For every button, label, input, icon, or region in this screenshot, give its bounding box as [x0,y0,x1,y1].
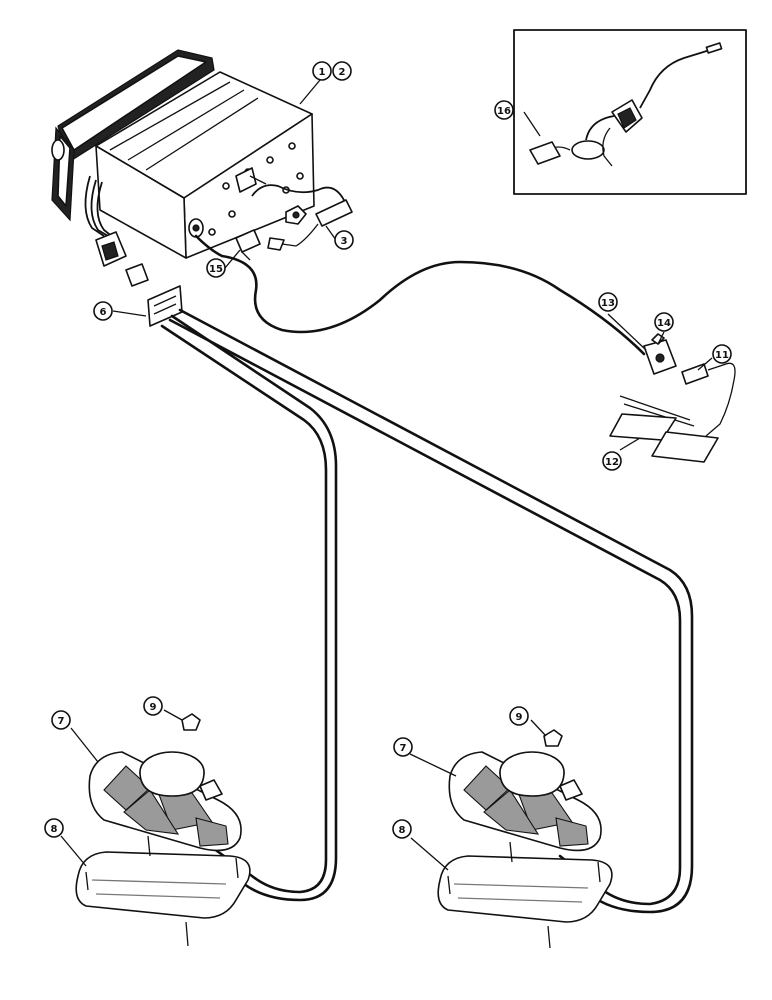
callout-16: 16 [494,100,514,120]
callout-14: 14 [654,312,674,332]
svg-text:14: 14 [657,318,671,329]
svg-text:6: 6 [100,307,107,318]
decal [609,413,719,463]
antenna [619,362,736,437]
speaker-nut-right [543,729,563,747]
speaker-wires [160,308,694,914]
antenna-cable [194,234,646,356]
svg-text:13: 13 [601,298,615,309]
svg-text:16: 16 [497,106,511,117]
callout-9-left: 9 [143,696,163,716]
speaker-left [88,751,242,852]
inset-antenna-detail [513,29,747,195]
leader-lines [60,79,713,871]
svg-text:8: 8 [51,824,58,835]
svg-text:11: 11 [715,350,729,361]
callout-13: 13 [598,292,618,312]
svg-text:9: 9 [516,712,523,723]
callout-8-right: 8 [392,819,412,839]
ground-clip [235,229,261,261]
svg-text:8: 8 [399,825,406,836]
svg-text:2: 2 [339,67,346,78]
svg-text:9: 9 [150,702,157,713]
speaker-right [448,751,602,852]
svg-text:12: 12 [605,457,619,468]
speaker-nut-left [181,713,201,731]
callout-6: 6 [93,301,113,321]
callout-7-left: 7 [51,710,71,730]
fuse-wire [251,184,353,251]
callout-7-right: 7 [393,737,413,757]
svg-text:7: 7 [400,743,407,754]
callout-12: 12 [602,451,622,471]
callout-15: 15 [206,258,226,278]
callout-1: 1 [312,61,332,81]
callout-2: 2 [332,61,352,81]
callout-8-left: 8 [44,818,64,838]
grille-left [75,835,251,947]
svg-text:15: 15 [209,264,223,275]
callout-9-right: 9 [509,706,529,726]
callout-11: 11 [712,344,732,364]
svg-text:1: 1 [319,67,326,78]
callout-3: 3 [334,230,354,250]
radio-unit [51,49,315,267]
grille-right [437,841,613,949]
svg-text:3: 3 [341,236,348,247]
svg-text:7: 7 [58,716,65,727]
